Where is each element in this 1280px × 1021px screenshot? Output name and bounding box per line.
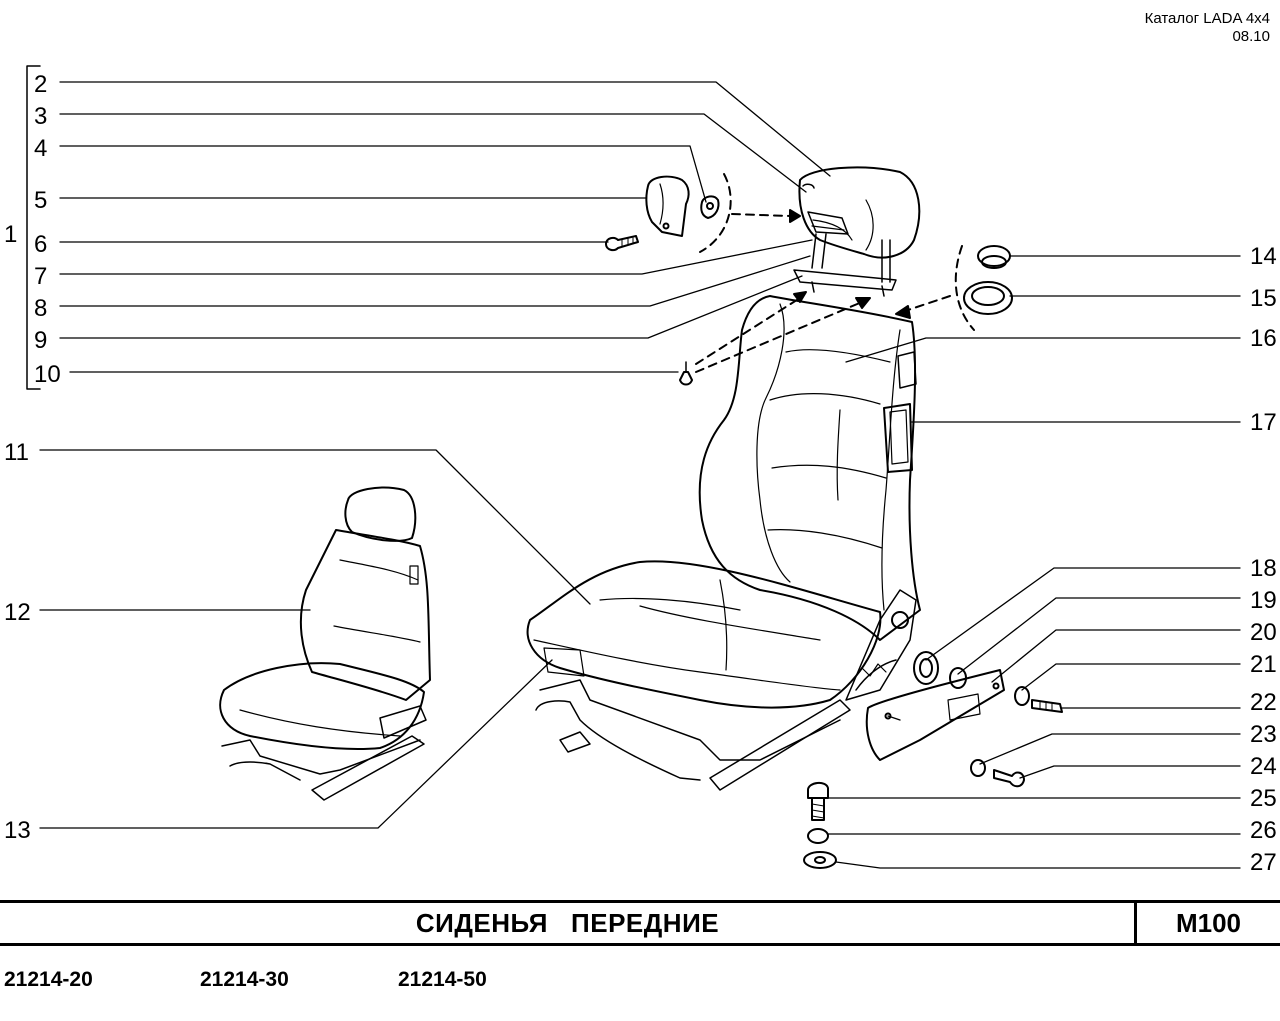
callout-18: 18 xyxy=(1250,555,1277,582)
callout-14: 14 xyxy=(1250,243,1277,270)
model-code-3: 21214-50 xyxy=(398,968,487,991)
screw-10-arrows xyxy=(679,291,871,386)
footer-bottom-rule xyxy=(0,943,1280,946)
catalog-name: Каталог LADA 4x4 xyxy=(1144,10,1270,27)
callout-26: 26 xyxy=(1250,817,1277,844)
callout-17: 17 xyxy=(1250,409,1277,436)
callout-8: 8 xyxy=(34,295,47,322)
callout-3: 3 xyxy=(34,103,47,130)
callout-24: 24 xyxy=(1250,753,1277,780)
seat-side-trim xyxy=(803,651,1063,869)
headrest-plugs xyxy=(895,245,1013,331)
callout-20: 20 xyxy=(1250,619,1277,646)
callout-6: 6 xyxy=(34,231,47,258)
leader-lines xyxy=(39,81,1241,869)
callout-12: 12 xyxy=(4,599,31,626)
page-title: СИДЕНЬЯ ПЕРЕДНИЕ xyxy=(415,907,720,938)
model-code-1: 21214-20 xyxy=(4,968,93,991)
callout-22: 22 xyxy=(1250,689,1277,716)
callout-15: 15 xyxy=(1250,285,1277,312)
callout-21: 21 xyxy=(1250,651,1277,678)
main-seat-cushion xyxy=(526,560,917,791)
callout-labels: 1 2 3 4 5 6 7 8 9 10 11 12 13 14 15 16 1… xyxy=(4,71,1277,876)
catalog-header: Каталог LADA 4x4 08.10 xyxy=(1145,10,1270,46)
headrest-guide-parts xyxy=(605,173,801,253)
callout-23: 23 xyxy=(1250,721,1277,748)
callout-10: 10 xyxy=(34,361,61,388)
seat-exploded-diagram: 1 2 3 4 5 6 7 8 9 10 11 12 13 14 15 16 1… xyxy=(4,65,1277,876)
callout-16: 16 xyxy=(1250,325,1277,352)
callout-7: 7 xyxy=(34,263,47,290)
callout-1: 1 xyxy=(4,221,17,248)
callout-2: 2 xyxy=(34,71,47,98)
headrest xyxy=(793,166,921,297)
footer-top-rule xyxy=(0,900,1280,903)
main-seat-back xyxy=(698,295,921,641)
callout-4: 4 xyxy=(34,135,47,162)
model-code-2: 21214-30 xyxy=(200,968,289,991)
callout-9: 9 xyxy=(34,327,47,354)
small-seat-assembly xyxy=(219,486,431,801)
callout-5: 5 xyxy=(34,187,47,214)
callout-25: 25 xyxy=(1250,785,1277,812)
callout-13: 13 xyxy=(4,817,31,844)
group-bracket xyxy=(26,65,41,390)
callout-27: 27 xyxy=(1250,849,1277,876)
callout-11: 11 xyxy=(4,439,29,466)
footer-divider xyxy=(1134,903,1137,944)
catalog-date: 08.10 xyxy=(1232,28,1270,45)
section-code: M100 xyxy=(1175,907,1242,938)
callout-19: 19 xyxy=(1250,587,1277,614)
